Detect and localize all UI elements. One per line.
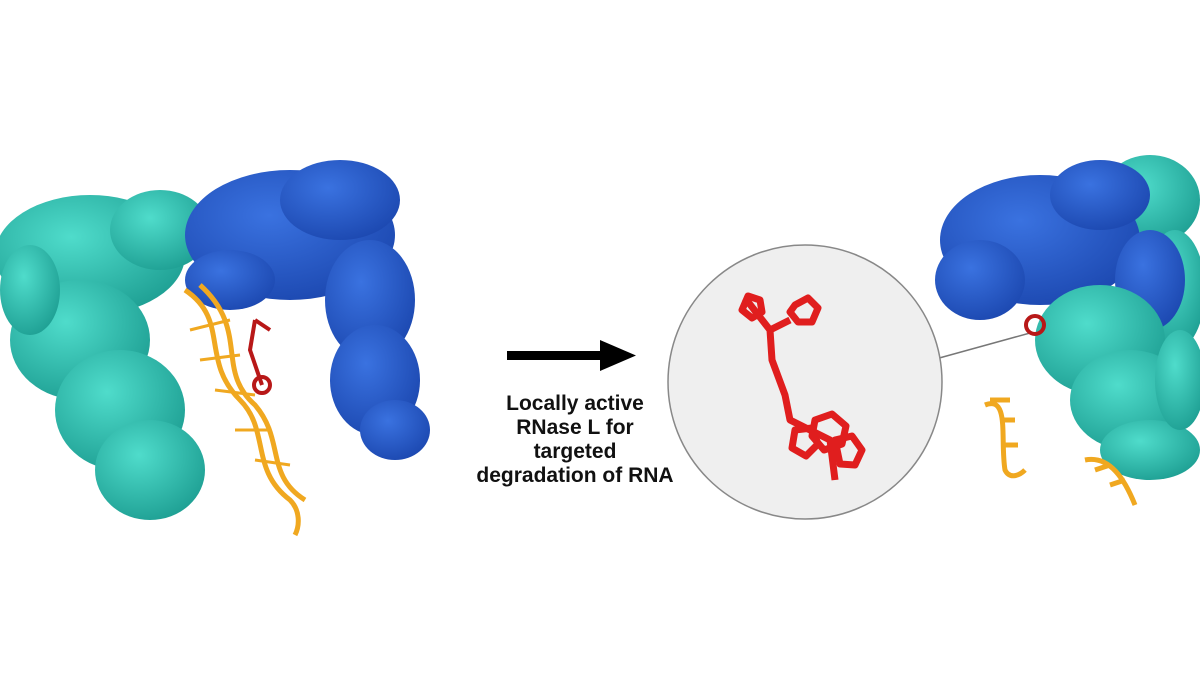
caption-line-3: targeted bbox=[533, 440, 617, 463]
rna-fragments-right bbox=[984, 397, 1138, 506]
caption-text: Locally active RNase L for targeted degr… bbox=[470, 392, 680, 488]
left-rnase-complex bbox=[0, 160, 430, 537]
process-arrow bbox=[507, 340, 636, 371]
rna-helix-left bbox=[183, 283, 307, 537]
ligand-molecule-zoomed bbox=[738, 292, 866, 481]
caption-line-4: degradation of RNA bbox=[476, 464, 674, 487]
cyan-protein-left bbox=[0, 190, 210, 520]
ligand-right bbox=[1024, 314, 1046, 336]
caption-line-1: Locally active bbox=[506, 392, 644, 415]
caption-line-2: RNase L for bbox=[516, 416, 634, 439]
ligand-left bbox=[247, 318, 272, 395]
cyan-protein-right-front bbox=[1035, 285, 1200, 480]
ligand-zoom-inset bbox=[667, 244, 1031, 520]
right-rnase-complex bbox=[935, 155, 1200, 506]
blue-protein-right bbox=[935, 160, 1185, 330]
